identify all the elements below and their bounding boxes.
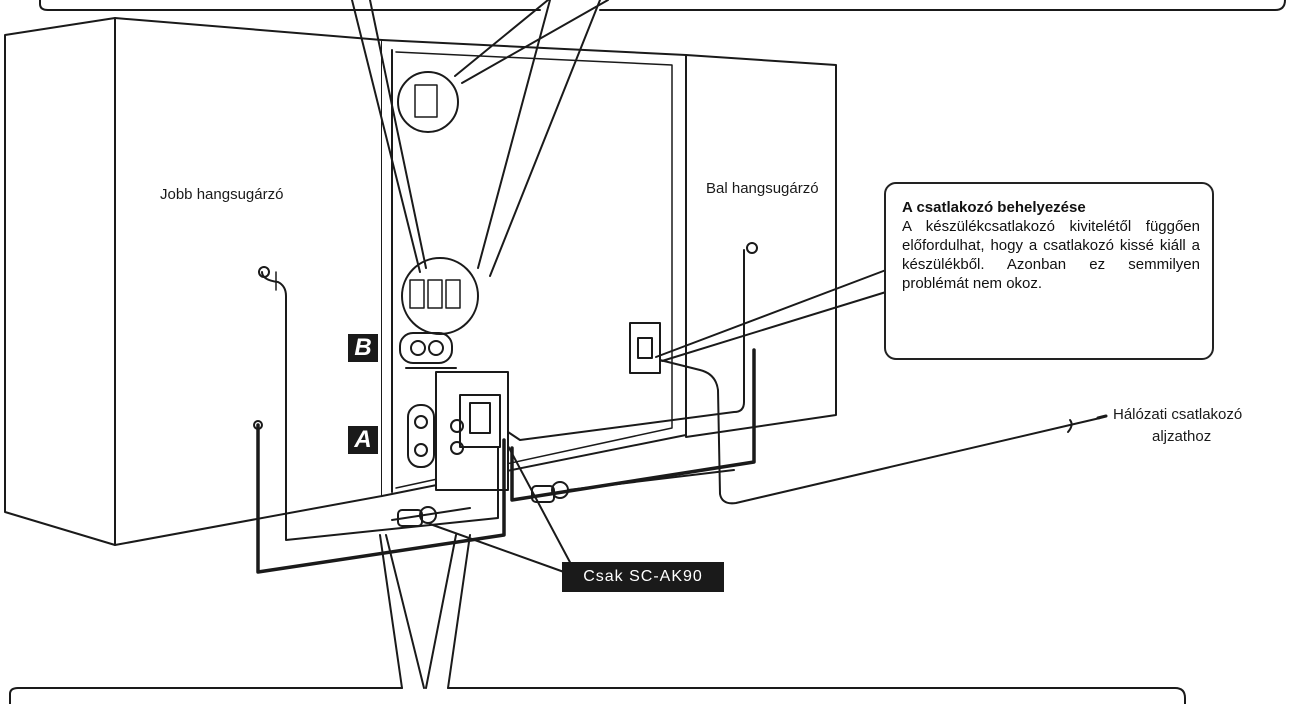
mains-socket-label-line1: Hálózati csatlakozó [1113,406,1243,423]
left-speaker-box [685,54,837,438]
right-speaker-thick-cable [256,423,506,574]
tag-pointer [429,445,573,573]
main-unit [381,39,687,497]
badge-a: A [348,426,378,454]
callout-body: A készülékcsatlakozó kivitelétől függően… [902,218,1200,292]
left-speaker-cable [507,249,745,441]
right-speaker-box [4,17,383,546]
connector-insertion-callout: A csatlakozó behelyezése A készülékcsatl… [884,182,1214,360]
callout-title: A csatlakozó behelyezése [902,199,1086,216]
top-callout-frame [39,0,1286,11]
model-only-tag: Csak SC-AK90 [562,562,724,592]
bottom-pointer-lines [379,534,471,689]
a-connector-group [407,371,509,491]
right-speaker-label: Jobb hangsugárzó [160,186,284,203]
mains-socket-label-line2: aljzathoz [1152,428,1212,445]
top-zoom-circle [397,71,459,133]
ac-inlet [629,322,661,374]
left-speaker-thick-cable [510,348,756,502]
bottom-callout-frame [9,687,1186,704]
badge-b: B [348,334,378,362]
callout-pointer [655,269,887,362]
top-pointer-lines [351,0,609,277]
mains-cable [659,359,1101,505]
b-connector-group [399,332,457,369]
left-speaker-label: Bal hangsugárzó [706,180,819,197]
antenna-plug [391,469,735,527]
speaker-terminal-zoom [401,257,479,335]
